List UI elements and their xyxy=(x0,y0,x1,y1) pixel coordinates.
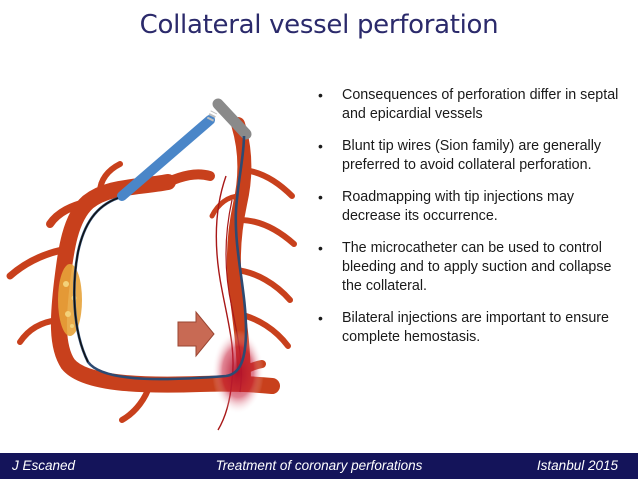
list-item: • Blunt tip wires (Sion family) are gener… xyxy=(312,137,632,175)
bullet-text: The microcatheter can be used to control… xyxy=(342,240,612,294)
footer-bar: Treatment of coronary perforations J Esc… xyxy=(0,453,638,479)
guide-catheter-blue xyxy=(117,115,215,201)
coronary-illustration xyxy=(6,98,297,431)
list-item: • Consequences of perforation differ in s… xyxy=(312,86,632,124)
left-vessel xyxy=(6,161,280,423)
bullet-text: Consequences of perforation differ in se… xyxy=(342,87,619,122)
perforation-site xyxy=(212,330,264,414)
bullet-marker: • xyxy=(318,138,323,154)
footer-event: Istanbul 2015 xyxy=(536,458,618,473)
plaque xyxy=(58,264,82,336)
bullet-marker: • xyxy=(318,87,323,103)
list-item: • The microcatheter can be used to contro… xyxy=(312,239,632,296)
bullet-text: Roadmapping with tip injections may decr… xyxy=(342,189,575,224)
slide-title: Collateral vessel perforation xyxy=(139,10,499,40)
footer-author: J Escaned xyxy=(12,458,76,473)
guide-catheter-grey xyxy=(212,98,252,140)
bullet-marker: • xyxy=(318,240,323,256)
bullet-text: Bilateral injections are important to en… xyxy=(342,310,610,345)
bullet-marker: • xyxy=(318,310,323,326)
arrow-icon xyxy=(177,310,215,358)
bullet-marker: • xyxy=(318,189,323,205)
bullet-list: • Consequences of perforation differ in s… xyxy=(312,86,632,360)
list-item: • Bilateral injections are important to e… xyxy=(312,309,632,347)
bullet-text: Blunt tip wires (Sion family) are genera… xyxy=(342,138,602,173)
footer-topic: Treatment of coronary perforations xyxy=(215,458,423,473)
list-item: • Roadmapping with tip injections may dec… xyxy=(312,188,632,226)
